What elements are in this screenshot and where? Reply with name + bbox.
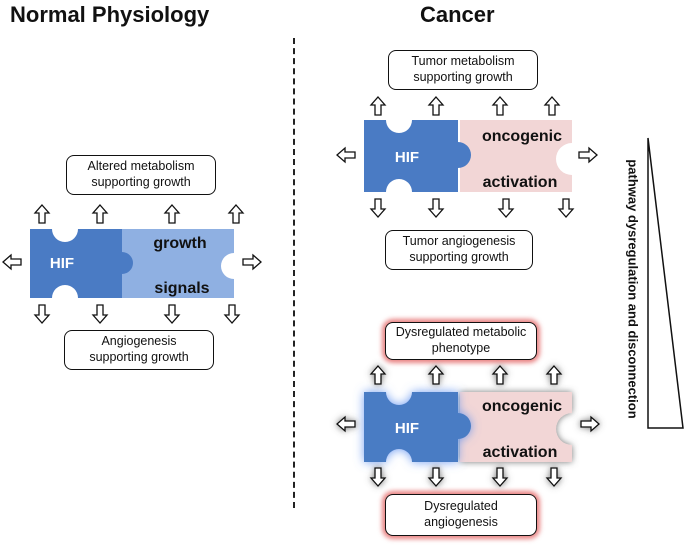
- normal-physiology-heading: Normal Physiology: [10, 2, 210, 27]
- cancer-bottom-oncogenic-label: oncogenic: [482, 398, 562, 415]
- dysregulated-metabolic-line-1: Dysregulated metabolic: [395, 325, 527, 340]
- cancer-top-puzzle: HIF oncogenic activation: [364, 120, 572, 192]
- normal-angiogenesis-box: Angiogenesis supporting growth: [64, 330, 214, 370]
- dysregulated-angiogenesis-line-2: angiogenesis: [424, 515, 498, 529]
- cancer-top-arrow-down-icon: [498, 198, 514, 218]
- cancer-bottom-arrow-left-icon: [336, 416, 356, 432]
- tumor-metabolism-box: Tumor metabolism supporting growth: [388, 50, 538, 90]
- cancer-top-arrow-left-icon: [336, 147, 356, 163]
- normal-arrow-down-icon: [224, 304, 240, 324]
- dysregulated-metabolic-box: Dysregulated metabolic phenotype: [385, 322, 537, 360]
- cancer-top-arrow-up-icon: [492, 96, 508, 116]
- dysregulated-angiogenesis-line-1: Dysregulated: [424, 499, 498, 514]
- cancer-bottom-arrow-down-icon: [492, 467, 508, 487]
- normal-metabolism-line-2: supporting growth: [91, 175, 191, 189]
- normal-arrow-down-icon: [92, 304, 108, 324]
- cancer-bottom-arrow-up-icon: [370, 365, 386, 385]
- dysregulated-angiogenesis-box: Dysregulated angiogenesis: [385, 494, 537, 536]
- dysregulated-metabolic-line-2: phenotype: [431, 341, 491, 355]
- cancer-top-arrow-right-icon: [578, 147, 598, 163]
- cancer-heading: Cancer: [420, 2, 495, 27]
- dysregulation-wedge: [647, 137, 684, 429]
- normal-puzzle: HIF growth signals: [30, 229, 234, 298]
- dysregulation-side-label: pathway dysregulation and disconnection: [622, 124, 644, 454]
- cancer-bottom-puzzle: HIF oncogenic activation: [364, 392, 572, 462]
- normal-arrow-down-icon: [34, 304, 50, 324]
- normal-arrow-down-icon: [164, 304, 180, 324]
- cancer-top-hif-piece: [364, 120, 471, 192]
- normal-arrow-up-icon: [34, 204, 50, 224]
- tumor-angiogenesis-line-1: Tumor angiogenesis: [402, 234, 516, 249]
- panel-divider: [293, 38, 295, 508]
- normal-metabolism-line-1: Altered metabolism: [87, 159, 195, 174]
- normal-angiogenesis-line-1: Angiogenesis: [101, 334, 177, 349]
- normal-growth-signals-piece: [122, 229, 234, 298]
- dysregulation-side-label-text: pathway dysregulation and disconnection: [625, 159, 641, 419]
- cancer-bottom-arrow-right-icon: [580, 416, 600, 432]
- cancer-top-arrow-up-icon: [544, 96, 560, 116]
- cancer-top-oncogenic-piece: [460, 120, 572, 192]
- tumor-angiogenesis-line-2: supporting growth: [409, 250, 509, 264]
- cancer-top-arrow-down-icon: [370, 198, 386, 218]
- cancer-bottom-arrow-up-icon: [546, 365, 562, 385]
- cancer-top-arrow-down-icon: [558, 198, 574, 218]
- normal-arrow-right-icon: [242, 254, 262, 270]
- cancer-bottom-oncogenic-piece: [460, 392, 572, 462]
- cancer-bottom-activation-label: activation: [483, 444, 558, 461]
- normal-arrow-up-icon: [92, 204, 108, 224]
- normal-hif-piece: [30, 229, 133, 298]
- normal-arrow-up-icon: [164, 204, 180, 224]
- cancer-top-oncogenic-label: oncogenic: [482, 128, 562, 145]
- cancer-bottom-hif-piece: [364, 392, 471, 462]
- tumor-angiogenesis-box: Tumor angiogenesis supporting growth: [385, 230, 533, 270]
- cancer-bottom-arrow-down-icon: [370, 467, 386, 487]
- cancer-top-arrow-down-icon: [428, 198, 444, 218]
- cancer-bottom-arrow-up-icon: [492, 365, 508, 385]
- cancer-bottom-arrow-down-icon: [428, 467, 444, 487]
- cancer-bottom-hif-label: HIF: [395, 420, 419, 437]
- tumor-metabolism-line-2: supporting growth: [413, 70, 513, 84]
- normal-arrow-up-icon: [228, 204, 244, 224]
- cancer-bottom-arrow-down-icon: [546, 467, 562, 487]
- cancer-top-arrow-up-icon: [370, 96, 386, 116]
- cancer-top-hif-label: HIF: [395, 149, 419, 166]
- cancer-top-activation-label: activation: [483, 174, 558, 191]
- normal-hif-label: HIF: [50, 255, 74, 272]
- normal-signals-label: signals: [154, 280, 209, 297]
- tumor-metabolism-line-1: Tumor metabolism: [411, 54, 515, 69]
- normal-metabolism-box: Altered metabolism supporting growth: [66, 155, 216, 195]
- cancer-top-arrow-up-icon: [428, 96, 444, 116]
- normal-arrow-left-icon: [2, 254, 22, 270]
- normal-growth-label: growth: [153, 235, 206, 252]
- normal-angiogenesis-line-2: supporting growth: [89, 350, 189, 364]
- cancer-bottom-arrow-up-icon: [428, 365, 444, 385]
